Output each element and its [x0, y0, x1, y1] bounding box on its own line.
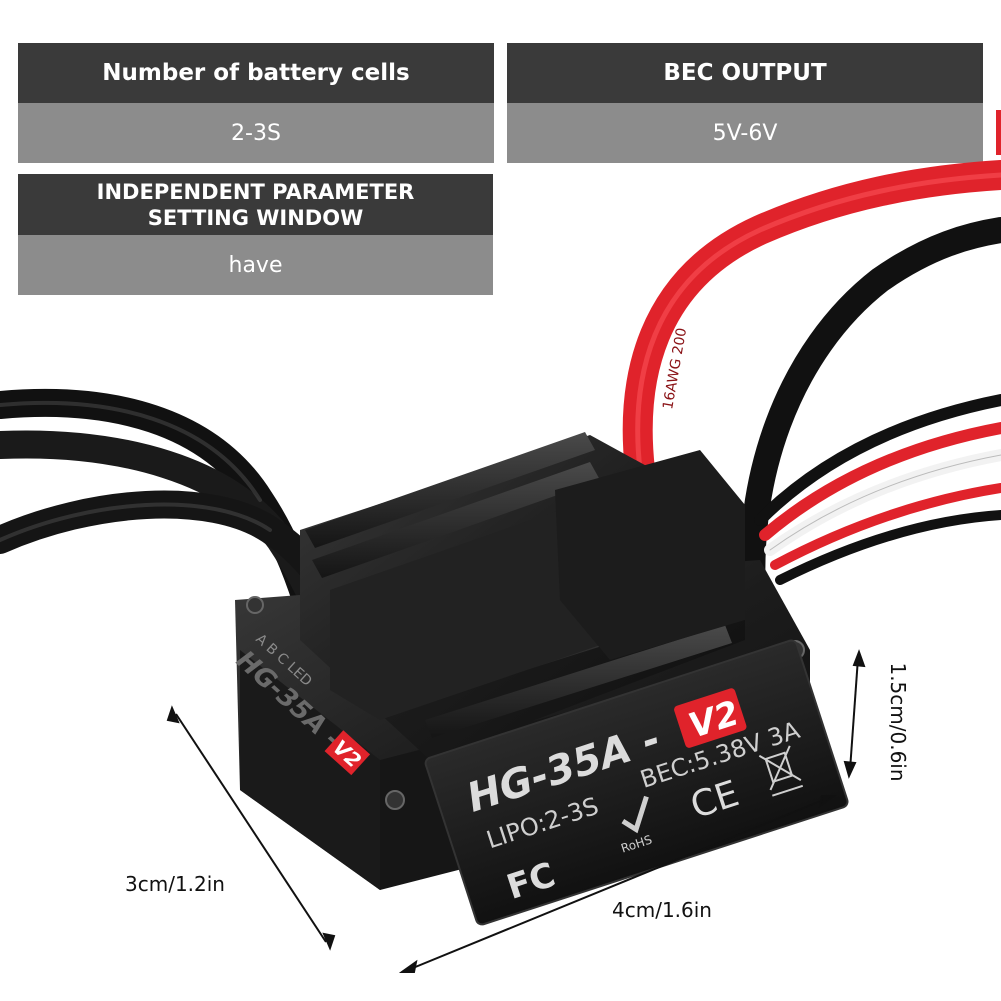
height-arrow [843, 649, 866, 779]
width-arrow [166, 705, 336, 951]
dimension-length-label: 4cm/1.6in [612, 898, 712, 922]
signal-wires [754, 394, 1001, 585]
dimension-arrows [166, 649, 866, 973]
spec-battery-value: 2-3S [18, 103, 494, 163]
red-wire-edge [996, 110, 1001, 155]
screw-icon [385, 790, 405, 810]
length-arrow [398, 795, 838, 973]
esc-body [235, 432, 810, 890]
spec-param-label-line1: INDEPENDENT PARAMETER [96, 179, 415, 204]
spec-battery-label: Number of battery cells [18, 43, 494, 103]
version-badge [674, 688, 747, 748]
side-version-badge [324, 730, 371, 776]
spec-param-label: INDEPENDENT PARAMETER SETTING WINDOW [18, 174, 493, 235]
spec-parameter-window: INDEPENDENT PARAMETER SETTING WINDOW hav… [18, 174, 493, 295]
spec-bec-label: BEC OUTPUT [507, 43, 983, 103]
spec-battery-cells: Number of battery cells 2-3S [18, 43, 494, 163]
rohs-check-icon [621, 795, 649, 834]
dimension-width-label: 3cm/1.2in [125, 872, 225, 896]
dimension-height-label: 1.5cm/0.6in [886, 662, 910, 782]
weee-bin-icon [758, 745, 804, 797]
spec-bec-value: 5V-6V [507, 103, 983, 163]
screw-icon [246, 596, 264, 614]
spec-param-label-line2: SETTING WINDOW [147, 205, 364, 230]
esc-front-label: HG-35A - V2 LIPO:2-3S BEC:5.38V 3A RoHS … [424, 639, 849, 926]
spec-param-value: have [18, 235, 493, 295]
spec-bec-output: BEC OUTPUT 5V-6V [507, 43, 983, 163]
